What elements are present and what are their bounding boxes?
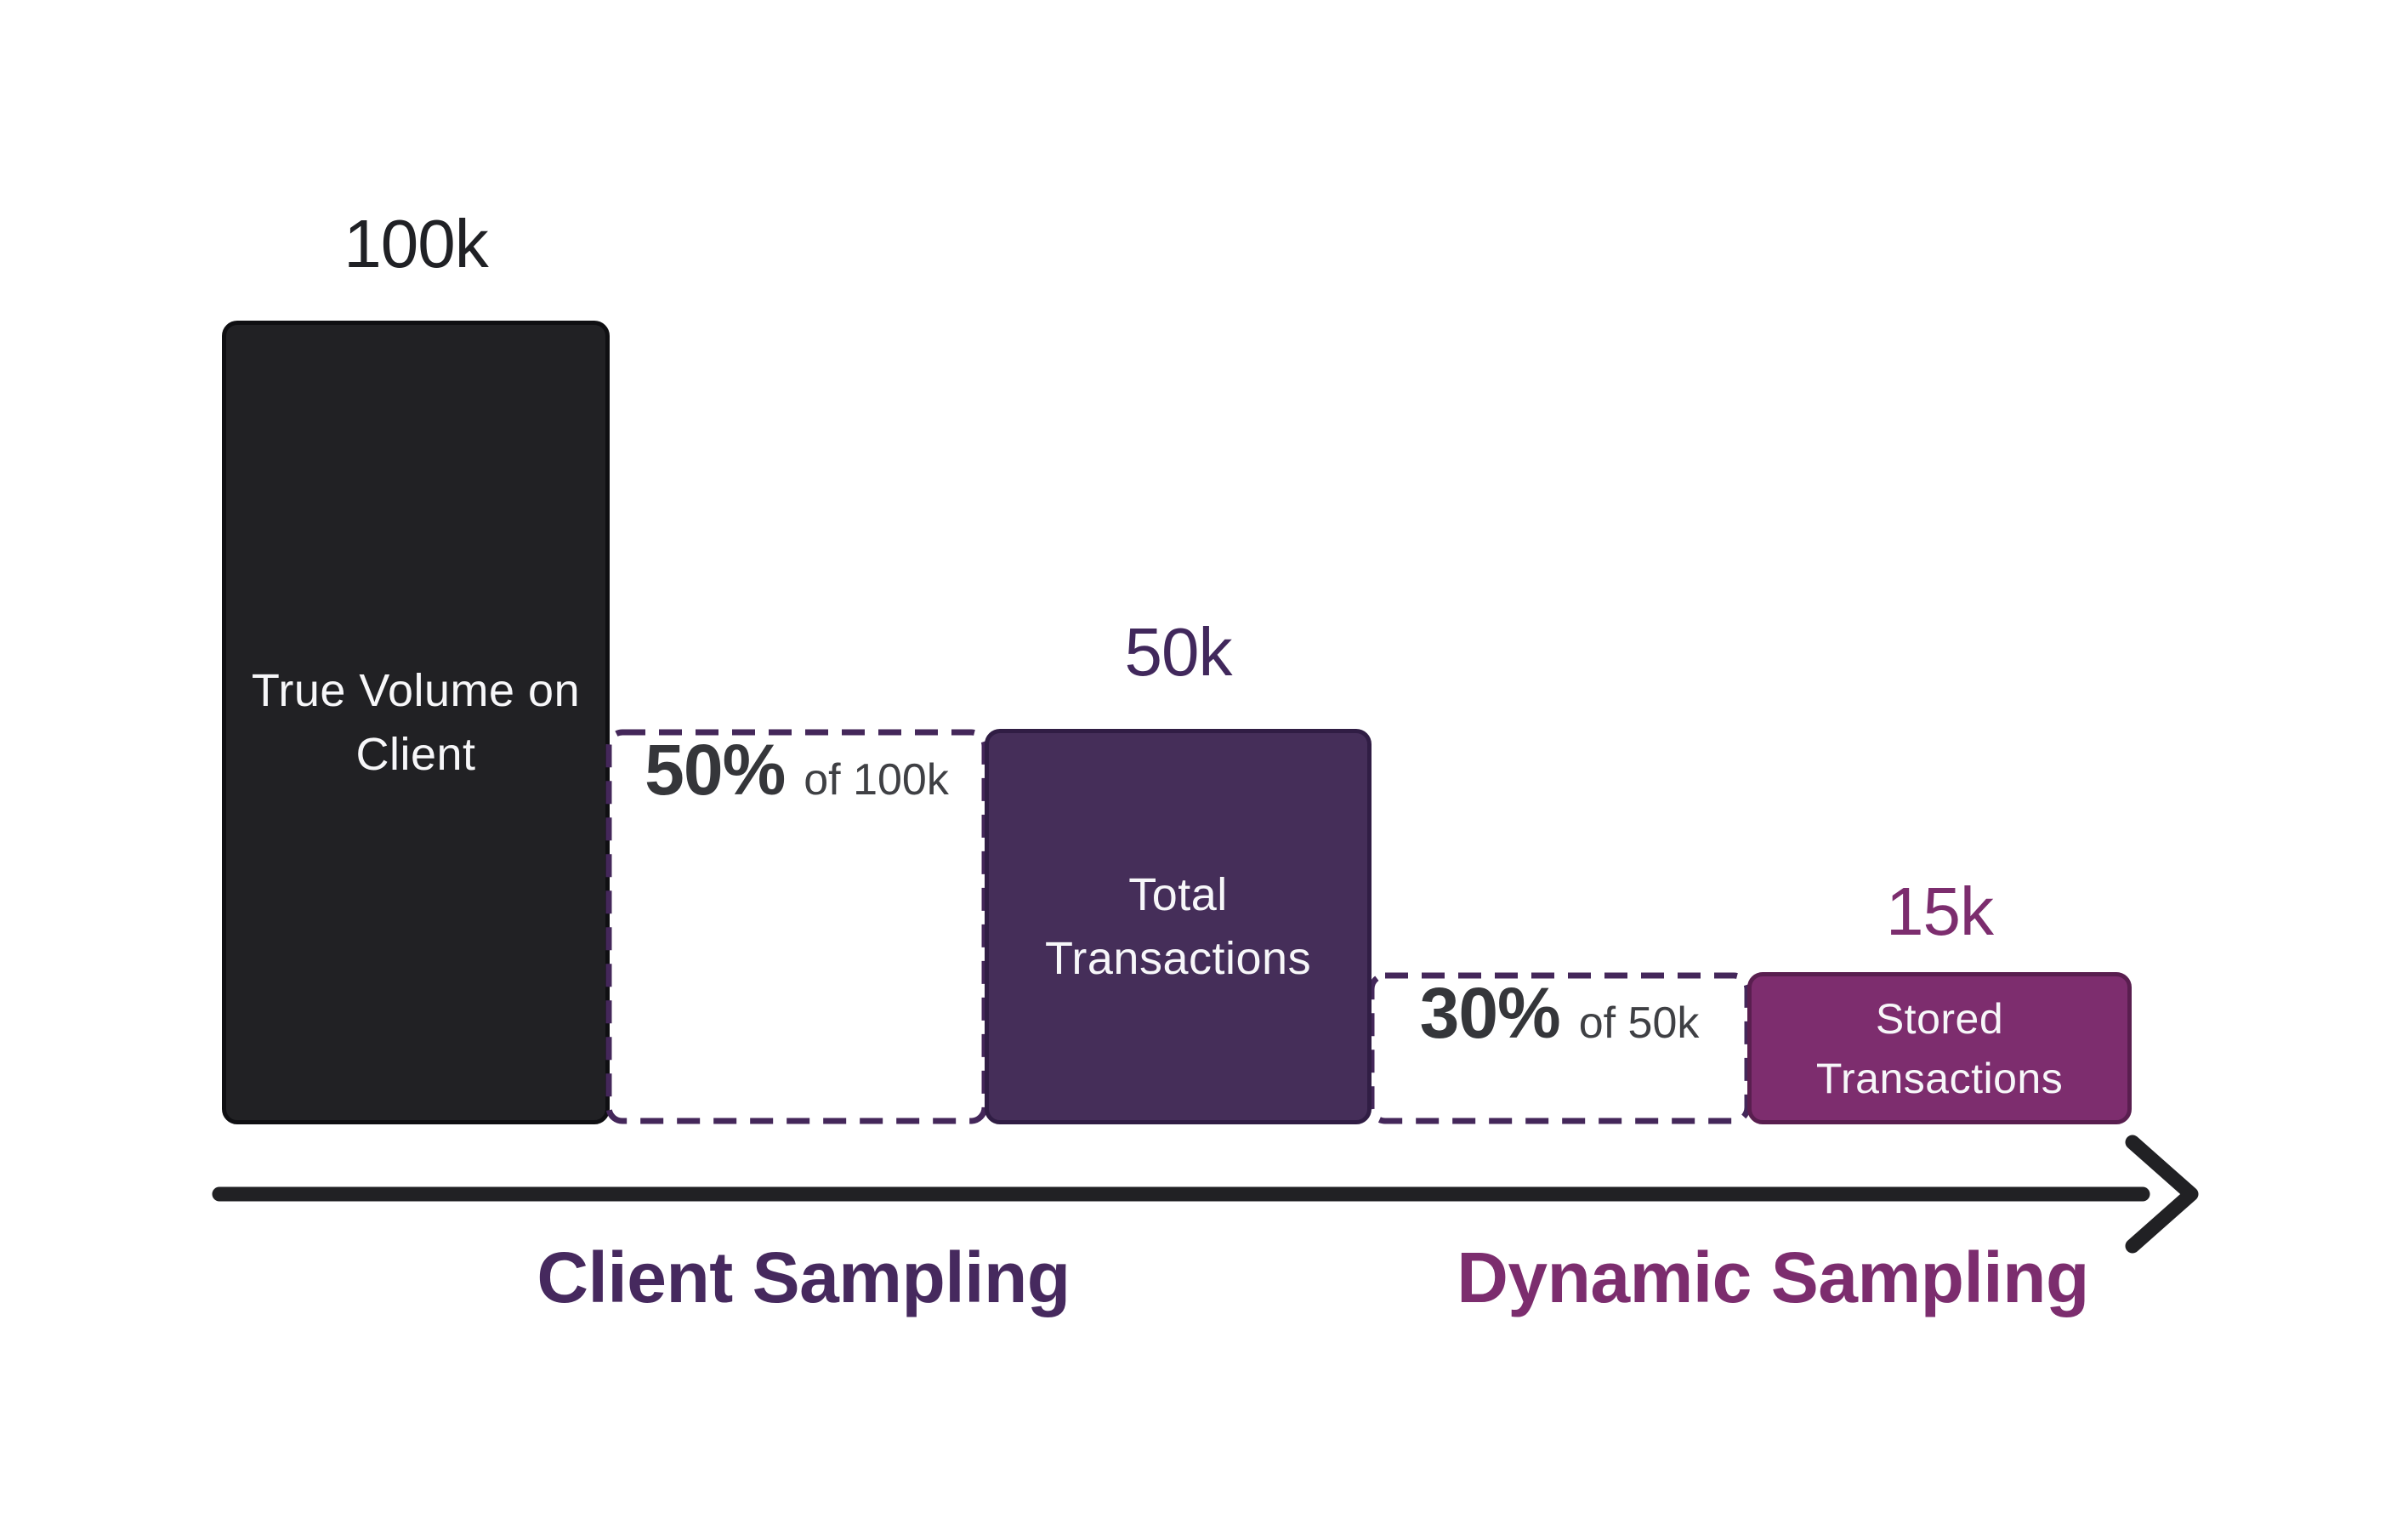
value-label-50k: 50k bbox=[1124, 614, 1233, 690]
annotation-dynamic-sampling-rate: 30% of 50k bbox=[1368, 972, 1751, 1124]
client-sample-percent: 50% bbox=[645, 730, 786, 810]
dynamic-sample-percent: 30% bbox=[1419, 973, 1561, 1053]
annotation-client-sampling-rate: 50% of 100k bbox=[605, 729, 988, 1124]
stage-label-dynamic-sampling: Dynamic Sampling bbox=[1457, 1237, 2089, 1317]
flow-arrow-icon bbox=[212, 1135, 2199, 1254]
value-label-100k: 100k bbox=[344, 206, 488, 282]
bar-stored-transactions-label: Stored Transactions bbox=[1815, 994, 2064, 1102]
bar-total-transactions-label: Total Transactions bbox=[1044, 868, 1312, 984]
value-label-15k: 15k bbox=[1886, 873, 1994, 949]
client-sample-basis: of 100k bbox=[804, 755, 949, 805]
bar-total-transactions: Total Transactions bbox=[985, 729, 1372, 1124]
dynamic-sample-basis: of 50k bbox=[1578, 998, 1700, 1048]
bar-true-volume-label: True Volume on Client bbox=[251, 664, 581, 780]
bar-stored-transactions: Stored Transactions bbox=[1747, 972, 2132, 1124]
stage-label-client-sampling: Client Sampling bbox=[537, 1237, 1071, 1317]
bar-true-volume-on-client: True Volume on Client bbox=[222, 321, 610, 1124]
